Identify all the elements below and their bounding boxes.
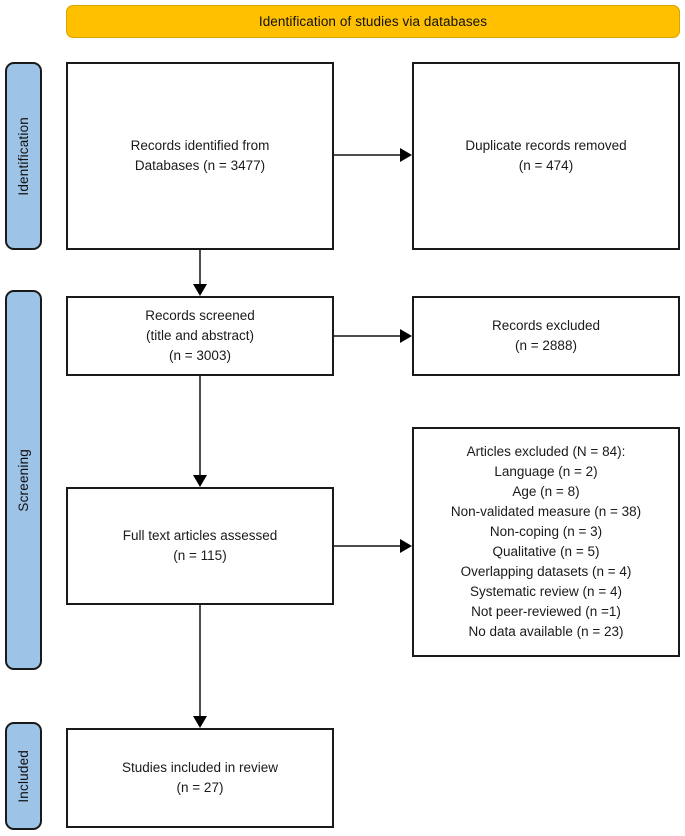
box-articles-excluded-line-8: Systematic review (n = 4) [470,583,622,599]
header-banner-title: Identification of studies via databases [258,14,488,29]
box-records-screened-line-2: (title and abstract) [145,328,255,344]
connector-fulltext-to-articles-excluded [334,545,402,547]
arrow-right-icon-identified-to-duplicates [400,148,412,162]
box-duplicate-records-removed-line-1: Duplicate records removed [465,138,627,154]
stage-label-included: Included [5,722,42,830]
stage-label-screening: Screening [5,290,42,670]
box-articles-excluded-line-1: Articles excluded (N = 84): [466,444,626,460]
box-records-screened: Records screened (title and abstract) (n… [66,296,334,376]
arrow-right-icon-screened-to-excluded [400,329,412,343]
stage-label-identification-text: Identification [16,116,31,196]
stage-label-screening-text: Screening [16,448,31,512]
arrow-down-icon-identified-to-screened [193,284,207,296]
arrow-down-icon-fulltext-to-included [193,716,207,728]
box-fulltext-articles-assessed-line-2: (n = 115) [173,548,227,563]
box-articles-excluded-line-9: Not peer-reviewed (n =1) [471,603,621,619]
box-articles-excluded-line-2: Language (n = 2) [494,464,598,480]
box-articles-excluded: Articles excluded (N = 84): Language (n … [412,427,680,657]
box-records-excluded-line-2: (n = 2888) [515,338,577,353]
connector-screened-to-excluded [334,335,402,337]
box-studies-included-in-review-line-1: Studies included in review [121,760,279,776]
box-articles-excluded-line-10: No data available (n = 23) [468,623,624,639]
box-articles-excluded-line-5: Non-coping (n = 3) [489,524,603,540]
stage-label-included-text: Included [16,749,31,803]
box-studies-included-in-review-line-2: (n = 27) [176,780,224,795]
box-articles-excluded-line-7: Overlapping datasets (n = 4) [460,563,632,579]
box-records-identified-line-2: Databases (n = 3477) [134,158,266,173]
stage-label-identification: Identification [5,62,42,250]
box-records-screened-line-3: (n = 3003) [169,347,231,363]
box-duplicate-records-removed: Duplicate records removed (n = 474) [412,62,680,250]
connector-screened-to-fulltext [199,376,201,477]
box-studies-included-in-review: Studies included in review (n = 27) [66,728,334,828]
box-articles-excluded-line-3: Age (n = 8) [512,484,580,500]
box-records-identified-line-1: Records identified from [130,138,270,154]
connector-identified-to-screened [199,250,201,286]
connector-identified-to-duplicates [334,154,402,156]
connector-fulltext-to-included [199,605,201,718]
box-articles-excluded-line-4: Non-validated measure (n = 38) [450,504,642,520]
box-records-excluded-line-1: Records excluded [491,318,601,334]
box-records-excluded: Records excluded (n = 2888) [412,296,680,376]
box-records-identified: Records identified from Databases (n = 3… [66,62,334,250]
box-articles-excluded-line-6: Qualitative (n = 5) [492,544,600,559]
box-duplicate-records-removed-line-2: (n = 474) [518,158,574,173]
header-banner: Identification of studies via databases [66,5,680,38]
box-fulltext-articles-assessed-line-1: Full text articles assessed [122,528,278,544]
box-records-screened-line-1: Records screened [145,308,255,324]
arrow-right-icon-fulltext-to-articles-excluded [400,539,412,553]
arrow-down-icon-screened-to-fulltext [193,475,207,487]
box-fulltext-articles-assessed: Full text articles assessed (n = 115) [66,487,334,605]
